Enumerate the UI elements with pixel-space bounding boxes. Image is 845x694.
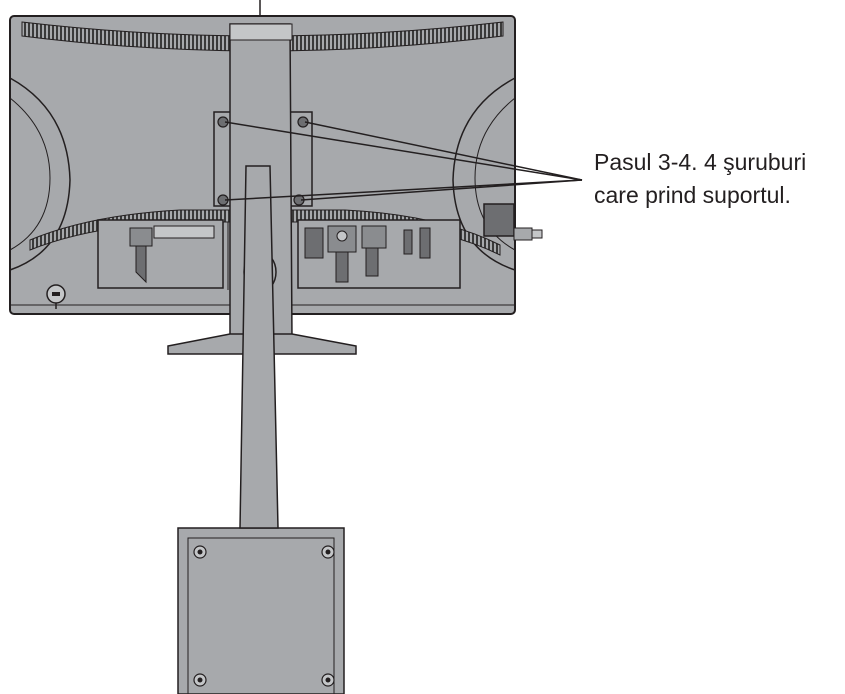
power-cable <box>483 203 543 241</box>
callout-leader-lines <box>224 121 583 201</box>
callout-line-2: care prind suportul. <box>594 182 791 208</box>
kensington-lock-icon <box>46 284 66 309</box>
right-contour <box>452 77 516 271</box>
stand-arm <box>239 165 279 529</box>
monitor-screws <box>217 116 309 206</box>
detached-stand-plate <box>177 527 345 694</box>
right-port-bay <box>297 219 461 289</box>
plate-screws <box>193 545 335 687</box>
callout-line-1: Pasul 3-4. 4 şuruburi <box>594 149 807 175</box>
left-port-bay <box>97 219 229 290</box>
callout-label: Pasul 3-4. 4 şuruburi care prind suportu… <box>594 146 844 212</box>
left-contour <box>9 77 71 271</box>
